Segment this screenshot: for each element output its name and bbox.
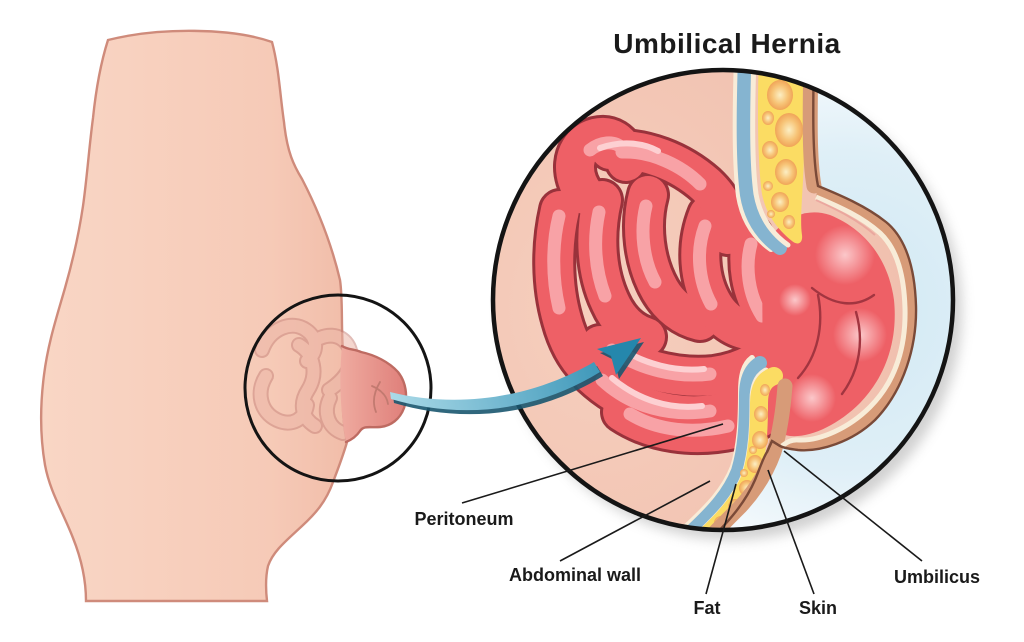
sac-creases	[796, 286, 876, 396]
zoom-arrow-icon	[390, 338, 644, 415]
peritoneum-layer-lower	[658, 356, 767, 529]
label-peritoneum: Peritoneum	[414, 509, 513, 529]
membrane-cream-inner	[732, 71, 774, 252]
detail-circle	[494, 71, 952, 529]
body-silhouette	[39, 29, 433, 603]
sac-membrane-cream	[780, 194, 908, 448]
membrane-cream-outer	[750, 71, 791, 248]
zoom-arrow-head	[597, 338, 641, 375]
leader-lines	[461, 423, 923, 595]
abdominal-wall-upper	[732, 71, 822, 255]
hernia-bulge-outline	[340, 344, 408, 444]
zoom-arrow-tail	[390, 362, 600, 411]
fat-bubbles-upper	[762, 71, 803, 229]
torso-shape	[39, 29, 349, 603]
hernia-bulge-shape	[340, 346, 406, 442]
diagram-title: Umbilical Hernia	[613, 28, 840, 59]
leader-line-peritoneum	[461, 423, 724, 504]
skin-layer-upper	[802, 71, 822, 194]
hernia-sac-wall	[780, 186, 917, 451]
peritoneum-layer	[736, 71, 787, 255]
skin-layer-lower	[684, 378, 793, 529]
leader-line-skin	[767, 469, 815, 595]
label-skin: Skin	[799, 598, 837, 618]
label-umbilicus: Umbilicus	[894, 567, 980, 587]
wall-outer-contour	[680, 71, 918, 529]
hernia-bulge-creases	[371, 381, 389, 413]
hernia-sac-contents	[762, 212, 895, 437]
umbilicus-notch	[765, 439, 781, 453]
hernia-bulge	[340, 344, 408, 444]
leader-line-abdominal-wall	[559, 480, 711, 562]
label-fat: Fat	[694, 598, 721, 618]
leader-line-fat	[705, 483, 737, 595]
leader-line-umbilicus	[783, 450, 923, 562]
fat-layer-lower	[669, 367, 783, 529]
label-abdominal-wall: Abdominal wall	[509, 565, 641, 585]
magnifier-circle	[243, 293, 433, 483]
abdominal-wall-lower	[657, 355, 793, 529]
